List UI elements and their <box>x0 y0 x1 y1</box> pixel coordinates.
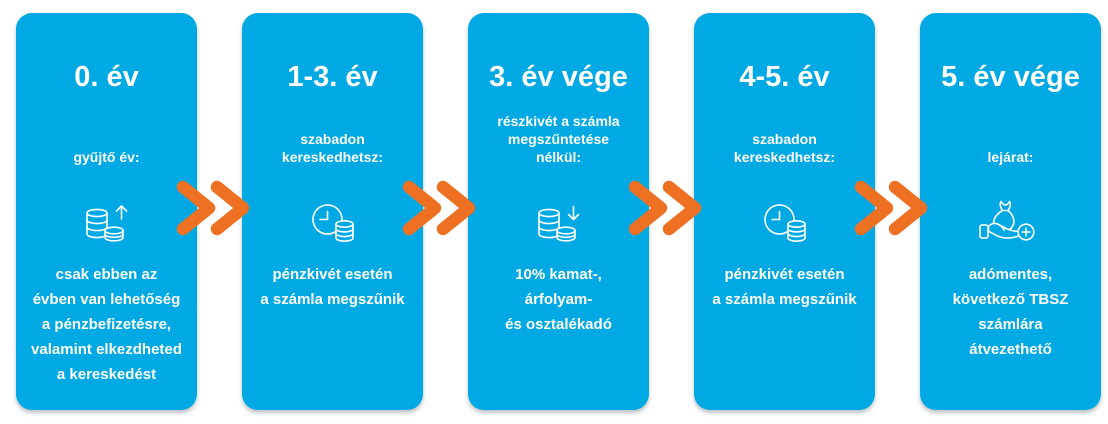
coins-down-icon <box>468 195 649 251</box>
timeline-card-0: 0. év gyűjtő év: csak ebben az évben van… <box>16 13 197 410</box>
money-bag-hand-icon <box>920 195 1101 251</box>
double-chevron-right-icon <box>627 179 703 237</box>
card-body-text: pénzkivét esetén a számla megszűnik <box>712 266 857 308</box>
card-title: 5. év vége <box>941 61 1080 93</box>
double-chevron-right-icon <box>401 179 477 237</box>
timeline-card-4: 5. év vége lejárat: adómentes, következő… <box>920 13 1101 410</box>
card-body-text: 10% kamat-, árfolyam- és osztalékadó <box>505 266 612 333</box>
card-subtitle: gyűjtő év: <box>73 149 140 165</box>
card-subtitle: lejárat: <box>987 149 1034 165</box>
card-title: 3. év vége <box>489 61 628 93</box>
double-chevron-right-icon <box>853 179 929 237</box>
card-subtitle: részkivét a számla megszűntetése nélkül: <box>497 113 620 165</box>
card-title: 4-5. év <box>739 61 830 93</box>
card-title: 1-3. év <box>287 61 378 93</box>
clock-coins-icon <box>242 195 423 251</box>
card-body-text: adómentes, következő TBSZ számlára átvez… <box>952 266 1069 358</box>
card-subtitle: szabadon kereskedhetsz: <box>281 131 384 165</box>
timeline-cards-row: 0. év gyűjtő év: csak ebben az évben van… <box>16 13 1101 410</box>
timeline-card-2: 3. év vége részkivét a számla megszűntet… <box>468 13 649 410</box>
card-subtitle: szabadon kereskedhetsz: <box>733 131 836 165</box>
card-title: 0. év <box>74 61 139 93</box>
coins-up-icon <box>16 195 197 251</box>
clock-coins-icon <box>694 195 875 251</box>
timeline-card-1: 1-3. év szabadon kereskedhetsz: pénzkivé… <box>242 13 423 410</box>
card-body-text: pénzkivét esetén a számla megszűnik <box>260 266 405 308</box>
card-body-text: csak ebben az évben van lehetőség a pénz… <box>31 266 182 383</box>
timeline-card-3: 4-5. év szabadon kereskedhetsz: pénzkivé… <box>694 13 875 410</box>
double-chevron-right-icon <box>175 179 251 237</box>
